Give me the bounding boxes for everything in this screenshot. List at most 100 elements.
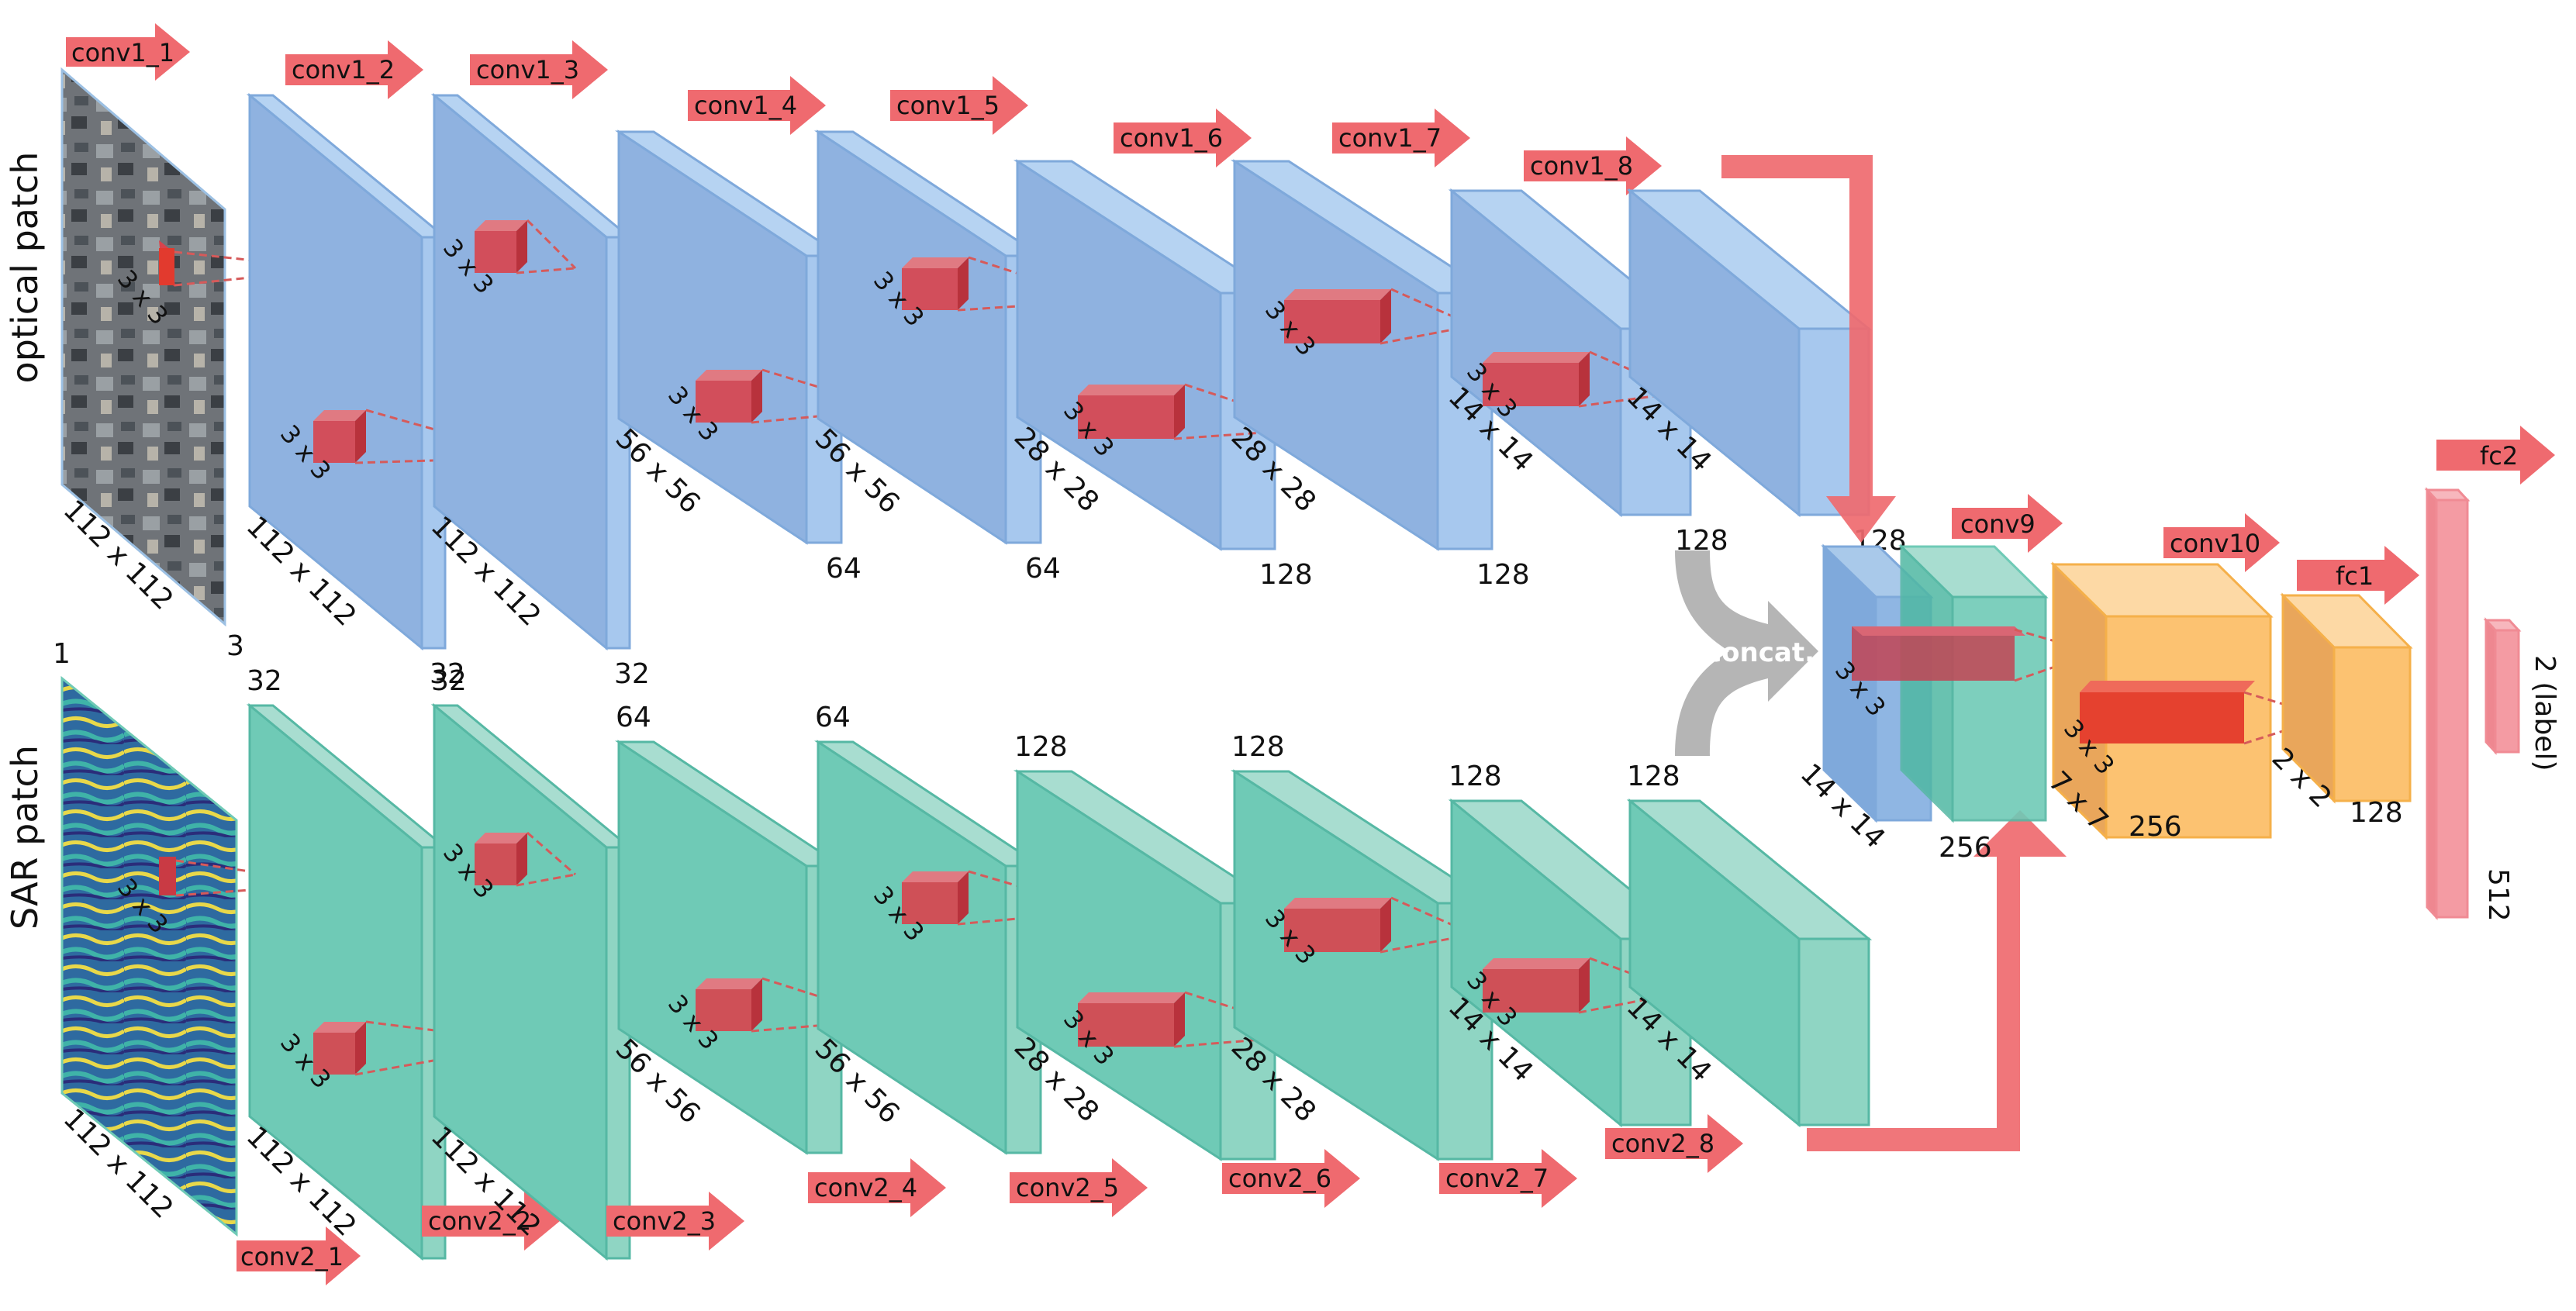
sar-block-1-kernel-top bbox=[313, 1022, 366, 1033]
svg-text:conv10: conv10 bbox=[2170, 529, 2260, 558]
sar-block-2-projection-line bbox=[527, 831, 576, 876]
optical-block-6-kernel bbox=[1284, 300, 1380, 343]
optical-input-patch: 3 x 3 bbox=[60, 67, 334, 627]
optical-block-2-kernel-top bbox=[475, 220, 527, 231]
sar-block-6-channels-label: 128 bbox=[1231, 731, 1285, 763]
sar-block-2-projection-line bbox=[516, 873, 576, 887]
conv-arrow-conv9: conv9 bbox=[1952, 494, 2063, 553]
conv-label-conv2_4: conv2_4 bbox=[814, 1173, 917, 1202]
optical-block-3-kernel-top bbox=[696, 370, 762, 381]
fc-arrow-fc2: fc2 bbox=[2436, 426, 2555, 485]
sar-block-4-kernel-side bbox=[958, 871, 969, 924]
conv-arrow-conv2_2 bbox=[422, 1192, 560, 1251]
conv-arrow-conv2_3 bbox=[606, 1192, 744, 1251]
sar-block-3-kernel-top bbox=[696, 978, 762, 989]
optical-block-4-kernel-top bbox=[902, 257, 969, 268]
sar-block-5-kernel bbox=[1078, 1003, 1174, 1047]
optical-block-7-kernel-side bbox=[1579, 352, 1590, 406]
conv10-block bbox=[2280, 592, 2413, 804]
optical-patch-label: optical patch bbox=[4, 152, 46, 384]
optical-block-5-kernel-top bbox=[1078, 385, 1185, 395]
optical-block-5-channels-label: 128 bbox=[1259, 559, 1313, 591]
optical-block-1-kernel-side bbox=[355, 410, 366, 463]
optical-block-1-channels-label: 32 bbox=[430, 658, 465, 690]
conv-arrow-conv2_8 bbox=[1605, 1114, 1743, 1173]
conv-arrow-conv2_7 bbox=[1439, 1149, 1577, 1208]
conv-label-conv2_8: conv2_8 bbox=[1611, 1129, 1714, 1158]
conv-arrow-conv1_3 bbox=[470, 40, 608, 99]
conv-arrow-conv1_5 bbox=[890, 76, 1028, 135]
svg-text:conv9: conv9 bbox=[1960, 509, 2036, 539]
sar-block-2-kernel bbox=[475, 844, 516, 885]
fc1-units-label: 512 bbox=[2482, 868, 2514, 922]
conv-label-conv1_2: conv1_2 bbox=[292, 55, 395, 85]
optical-block-2-projection-line bbox=[516, 267, 576, 274]
svg-text:fc2: fc2 bbox=[2480, 441, 2518, 471]
sar-input-channels-label: 1 bbox=[53, 638, 71, 670]
conv-arrow-conv1_7 bbox=[1332, 109, 1470, 167]
concat-label: concat. bbox=[1706, 637, 1815, 668]
conv-arrow-conv2_5 bbox=[1010, 1158, 1148, 1217]
conv-arrow-conv1_6 bbox=[1114, 109, 1252, 167]
conv-arrow-conv1_4 bbox=[688, 76, 826, 135]
sar-block-6-kernel bbox=[1284, 909, 1380, 952]
conv-label-conv2_6: conv2_6 bbox=[1228, 1164, 1331, 1193]
sar-block-7-kernel-side bbox=[1579, 958, 1590, 1013]
sar-block-5-kernel-side bbox=[1174, 992, 1185, 1047]
optical-block-6-kernel-top bbox=[1284, 289, 1391, 300]
sar-block-7-projection-line bbox=[1589, 957, 1683, 994]
optical-block-6-channels-label: 128 bbox=[1476, 559, 1530, 591]
conv9-block bbox=[2050, 561, 2327, 840]
sar-block-8-front-face bbox=[1797, 937, 1870, 1126]
conv-label-conv2_3: conv2_3 bbox=[613, 1206, 716, 1236]
sar-block-7-kernel-top bbox=[1483, 958, 1590, 969]
conv-arrow-conv10: conv10 bbox=[2163, 513, 2280, 572]
fc1-bar bbox=[2424, 487, 2471, 920]
optical-block-1-kernel-top bbox=[313, 410, 366, 421]
sar-to-concat-arrow bbox=[1807, 810, 2067, 1151]
conv10-channels-label: 128 bbox=[2350, 797, 2403, 829]
conv9-channels-label: 256 bbox=[2129, 811, 2182, 843]
concat-arrow: concat. bbox=[1675, 550, 1818, 756]
conv-label-conv1_8: conv1_8 bbox=[1530, 151, 1633, 181]
conv-arrow-conv2_4 bbox=[808, 1158, 946, 1217]
optical-block-4-channels-label: 64 bbox=[1025, 553, 1061, 585]
sar-block-7-channels-label: 128 bbox=[1449, 761, 1502, 792]
fc-arrow-fc1: fc1 bbox=[2297, 546, 2419, 605]
sar-block-7-kernel bbox=[1483, 969, 1579, 1013]
conv-label-conv1_6: conv1_6 bbox=[1120, 123, 1223, 153]
conv-label-conv2_2: conv2_2 bbox=[428, 1206, 531, 1236]
conv-label-conv1_4: conv1_4 bbox=[694, 91, 797, 120]
conv-label-conv2_7: conv2_7 bbox=[1445, 1164, 1549, 1193]
optical-block-2-kernel bbox=[475, 231, 516, 273]
sar-block-3-kernel bbox=[696, 989, 751, 1031]
optical-block-7-kernel-top bbox=[1483, 352, 1590, 363]
optical-block-3-channels-label: 64 bbox=[826, 553, 862, 585]
sar-block-5-channels-label: 128 bbox=[1014, 731, 1068, 763]
conv-label-conv1_7: conv1_7 bbox=[1338, 123, 1442, 153]
optical-block-2-channels-label: 32 bbox=[614, 658, 650, 690]
optical-to-concat-arrow bbox=[1721, 155, 1896, 543]
optical-input-channels-label: 3 bbox=[226, 630, 244, 662]
fc2-label-output: 2 (label) bbox=[2529, 655, 2560, 771]
concat-block bbox=[1821, 543, 2096, 823]
optical-block-3-kernel-side bbox=[751, 370, 762, 423]
conv-label-conv2_5: conv2_5 bbox=[1016, 1173, 1119, 1202]
optical-block-2-kernel-side bbox=[516, 220, 527, 273]
sar-block-3-kernel-side bbox=[751, 978, 762, 1031]
optical-block-4-kernel bbox=[902, 268, 958, 310]
sar-block-1-channels-label: 32 bbox=[247, 665, 282, 697]
optical-block-2-projection-line bbox=[526, 219, 577, 270]
sar-block-3-channels-label: 64 bbox=[616, 702, 651, 733]
sar-block-4-kernel bbox=[902, 882, 958, 924]
concat-channels-label: 256 bbox=[1939, 832, 1992, 864]
sar-block-1-kernel-side bbox=[355, 1022, 366, 1075]
sar-block-1-kernel bbox=[313, 1033, 355, 1075]
sar-input-patch: 3 x 3 bbox=[60, 675, 334, 1237]
sar-block-6-kernel-side bbox=[1380, 898, 1391, 952]
